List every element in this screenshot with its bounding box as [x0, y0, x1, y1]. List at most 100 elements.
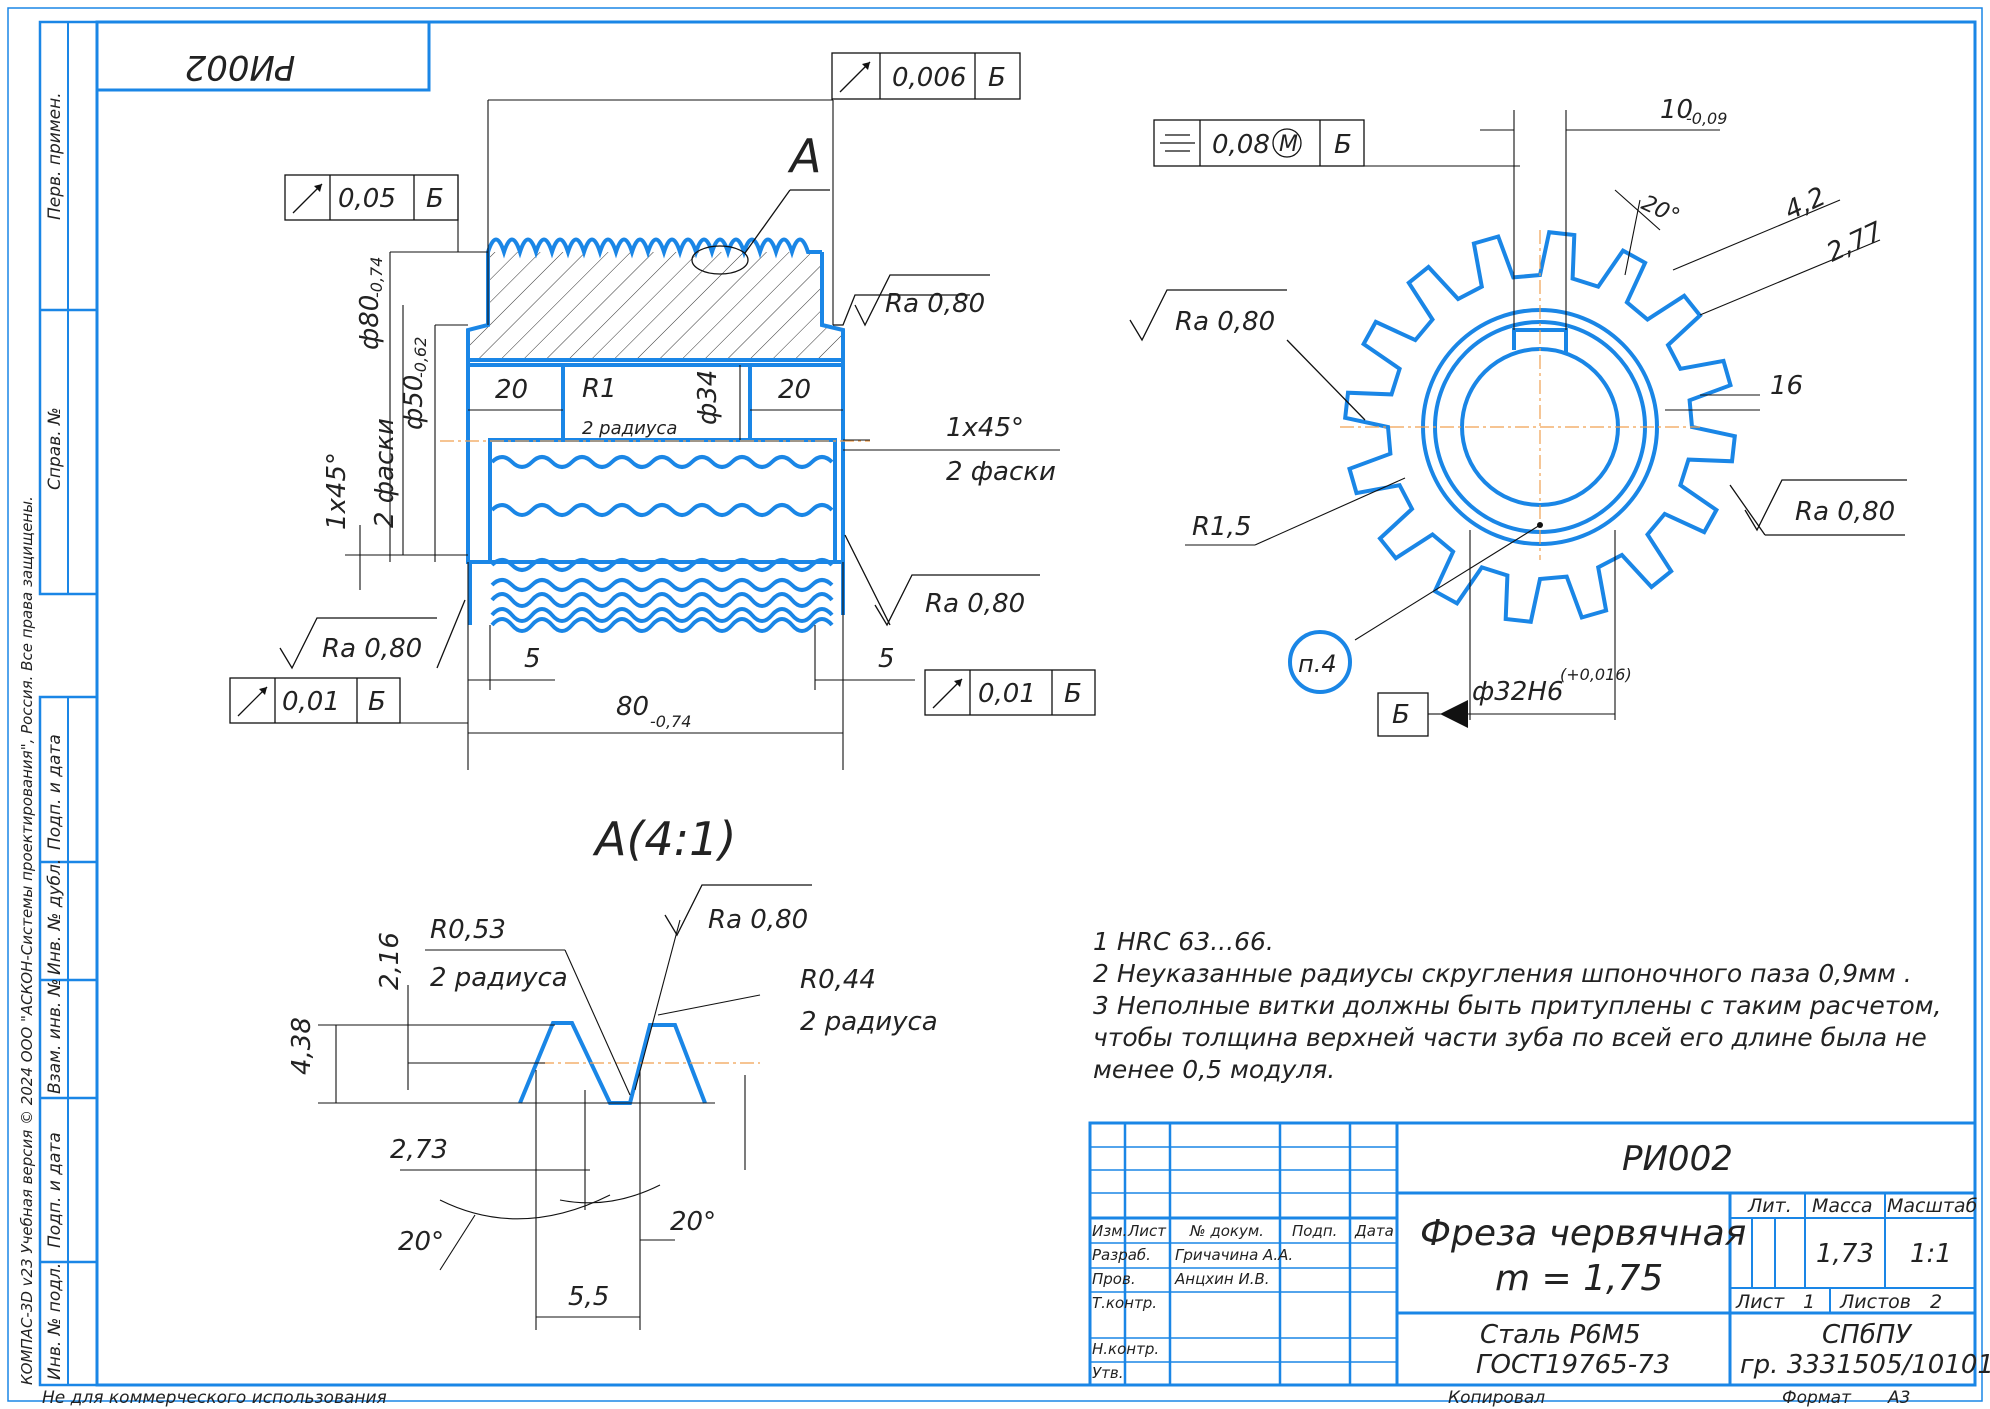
dim-r053-note: 2 радиуса [430, 963, 568, 993]
end-view: п.4 10 -0,09 20° 4,2 2,77 16 R1,5 ф32H6 … [1185, 95, 1888, 737]
tb-sheet-value: 1 [1803, 1291, 1815, 1313]
note-ref: п.4 [1298, 650, 1337, 678]
dim-r053: R0,53 [430, 915, 506, 945]
ra-end-left: Ra 0,80 [1175, 307, 1275, 337]
note-3: 3 Неполные витки должны быть притуплены … [1093, 991, 1941, 1020]
tb-scale-label: Масштаб [1887, 1195, 1978, 1217]
ra-detail: Ra 0,80 [708, 905, 808, 935]
strip-podp-data-1: Подп. и дата [45, 734, 65, 850]
note-3c: менее 0,5 модуля. [1093, 1055, 1335, 1084]
dim-w273: 2,73 [390, 1135, 448, 1165]
dim-w55: 5,5 [568, 1282, 609, 1312]
tol-runout-left-value: 0,05 [338, 184, 396, 214]
footer-copied: Копировал [1448, 1388, 1545, 1408]
tol-runout-top: 0,006 Б [831, 52, 1021, 100]
dim-angle-left: 20° [398, 1227, 444, 1257]
tol-runout-left-datum: Б [426, 184, 444, 214]
tb-lit-label: Лит. [1747, 1195, 1792, 1217]
tb-razrab-name: Гричачина А.А. [1175, 1246, 1293, 1264]
dim-2-77: 2,77 [1822, 216, 1888, 268]
ra-mid-right: Ra 0,80 [925, 589, 1025, 619]
title-block: Изм. Лист № докум. Подп. Дата Разраб. Гр… [1088, 1121, 1990, 1387]
dim-r044-note: 2 радиуса [800, 1007, 938, 1037]
dim-len80: 80 [616, 692, 649, 722]
sheet-border [7, 7, 1983, 1402]
dim-bore-tol: (+0,016) [1560, 665, 1632, 684]
dim-len80-tol: -0,74 [650, 712, 691, 731]
dim-len5-left: 5 [524, 644, 541, 674]
dim-angle-right: 20° [670, 1207, 716, 1237]
dim-16: 16 [1770, 371, 1803, 401]
roughness-end-left: Ra 0,80 [1129, 289, 1366, 421]
tb-row-utv: Утв. [1092, 1364, 1124, 1382]
tol-runout-bl-value: 0,01 [282, 687, 340, 717]
designation-box: РИ002 [95, 20, 431, 92]
dim-chamfer-left-note: 2 фаски [370, 418, 400, 528]
roughness-top-right: Ra 0,80 [833, 274, 990, 327]
detail-view: А(4:1) R0,53 2 радиуса R0,44 2 радиуса 2… [287, 812, 938, 1330]
dim-r1: R1 [582, 374, 617, 404]
tb-sheet-label: Лист [1735, 1291, 1785, 1313]
strip-podp-data-2: Подп. и дата [45, 1132, 65, 1248]
left-strip: Перв. примен. Справ. № Подп. и дата Инв.… [18, 20, 99, 1387]
roughness-detail: Ra 0,80 [664, 884, 812, 937]
view-label-A: А [787, 129, 821, 183]
tol-runout-left: 0,05 Б [284, 174, 459, 252]
note-2: 2 Неуказанные радиусы скругления шпоночн… [1093, 959, 1912, 988]
view-label-A-scaled: А(4:1) [592, 812, 736, 866]
tol-runout-bottom-right: 0,01 Б [924, 669, 1096, 716]
dim-angle20: 20° [1637, 191, 1683, 230]
note-3b: чтобы толщина верхней части зуба по всей… [1093, 1023, 1927, 1052]
tb-col-docnum: № докум. [1189, 1222, 1264, 1240]
notes: 1 HRC 63...66. 2 Неуказанные радиусы скр… [1093, 927, 1941, 1084]
dim-h216: 2,16 [375, 932, 405, 990]
tol-runout-top-datum: Б [988, 63, 1006, 93]
strip-vzam-inv: Взам. инв. № [45, 979, 65, 1094]
roughness-end-right: Ra 0,80 [1729, 479, 1907, 536]
footer-noncommercial: Не для коммерческого использования [42, 1388, 387, 1408]
tb-mass-value: 1,73 [1816, 1239, 1874, 1269]
tol-runout-br-value: 0,01 [978, 679, 1036, 709]
dim-chamfer-left: 1x45° [322, 452, 352, 530]
strip-inv-podl: Инв. № подл. [45, 1263, 65, 1380]
tb-col-date: Дата [1354, 1222, 1394, 1240]
ra-bottom-left: Ra 0,80 [322, 634, 422, 664]
dim-d80-tol: -0,74 [367, 257, 386, 298]
tb-prov-name: Анцхин И.В. [1174, 1270, 1270, 1288]
dim-bore: ф32H6 [1472, 677, 1563, 707]
dim-4-2: 4,2 [1780, 182, 1830, 227]
dim-chamfer-right-note: 2 фаски [946, 457, 1056, 487]
dim-d34: ф34 [693, 370, 723, 425]
tol-symmetry-modifier: M [1279, 132, 1298, 157]
tb-designation: РИ002 [1622, 1139, 1733, 1179]
tol-symmetry: 0,08 M Б [1153, 119, 1520, 167]
dim-key10: 10 [1660, 95, 1693, 125]
strip-sprav-no: Справ. № [45, 407, 65, 490]
strip-inv-dubl: Инв. № дубл. [45, 859, 65, 975]
tb-org-2: гр. 3331505/10101 [1740, 1350, 1990, 1380]
dim-r044: R0,44 [800, 965, 876, 995]
dim-chamfer-right: 1x45° [946, 413, 1024, 443]
designation-rotated: РИ002 [185, 47, 296, 87]
dim-d80: ф80 [355, 295, 385, 350]
strip-perv-primen: Перв. примен. [45, 92, 65, 220]
side-view: А ф80 -0,74 ф50 -0,62 ф34 20 20 R1 2 [322, 99, 1060, 770]
tol-runout-bottom-left: 0,01 Б [229, 677, 468, 724]
tb-name-1: Фреза червячная [1420, 1213, 1746, 1254]
tol-runout-br-datum: Б [1064, 679, 1082, 709]
tb-row-razrab: Разраб. [1092, 1246, 1151, 1264]
dim-r1-5: R1,5 [1192, 512, 1251, 542]
tol-runout-bl-datum: Б [368, 687, 386, 717]
ra-top-right: Ra 0,80 [885, 289, 985, 319]
tb-mass-label: Масса [1812, 1195, 1873, 1217]
tb-material-2: ГОСТ19765-73 [1476, 1350, 1670, 1380]
dim-h438: 4,38 [287, 1017, 317, 1075]
roughness-bottom-left: Ra 0,80 [279, 599, 466, 670]
tb-name-2: m = 1,75 [1495, 1258, 1663, 1299]
footer-format-value: А3 [1887, 1388, 1910, 1408]
tol-runout-top-value: 0,006 [892, 63, 966, 93]
note-1: 1 HRC 63...66. [1093, 927, 1274, 956]
tb-col-sign: Подп. [1292, 1222, 1337, 1240]
tb-col-izm: Изм. [1092, 1222, 1127, 1240]
